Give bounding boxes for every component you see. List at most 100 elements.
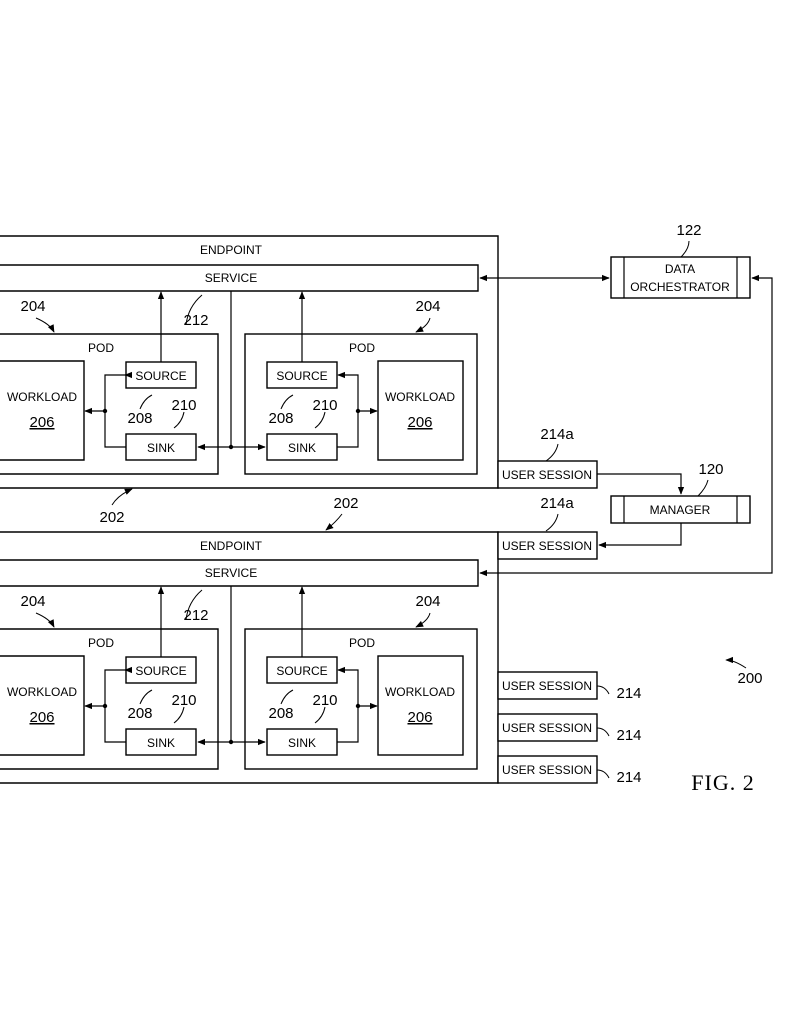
leader-214a-top [545, 443, 559, 462]
leader-200 [725, 656, 747, 669]
sink-bottom-left-ref: 210 [171, 692, 196, 709]
data-orchestrator-label-1: DATA [665, 262, 695, 276]
pod-bottom-left-label: POD [88, 636, 114, 650]
service-top-label: SERVICE [205, 271, 257, 285]
endpoint-top-ref: 202 [99, 509, 124, 526]
source-top-right [266, 361, 338, 389]
workload-bottom-left [0, 655, 85, 756]
source-top-left-ref: 208 [127, 410, 152, 427]
source-bottom-left-ref: 208 [127, 705, 152, 722]
leader-208-tr [280, 394, 294, 410]
leader-204-bl [35, 612, 55, 628]
leader-212-top [185, 294, 203, 326]
leader-204-br [415, 612, 431, 628]
user-session-3-label: USER SESSION [502, 763, 592, 777]
source-bottom-left-label: SOURCE [135, 664, 186, 678]
workload-bottom-left-label: WORKLOAD [7, 685, 77, 699]
service-bottom-box [0, 559, 479, 587]
service-top-box [0, 264, 479, 292]
dot-bl [102, 703, 108, 709]
leader-208-tl [139, 394, 153, 410]
leader-210-tl [173, 411, 185, 429]
leader-214-1 [596, 685, 610, 695]
sink-top-right-ref: 210 [312, 397, 337, 414]
dot-br [355, 703, 361, 709]
leader-120 [697, 479, 709, 497]
leader-204-tl [35, 317, 55, 333]
sink-bottom-left [125, 728, 197, 756]
leader-202-top [111, 488, 133, 506]
workload-top-left-ref: 206 [29, 414, 54, 431]
sink-top-left [125, 433, 197, 461]
user-session-3 [497, 755, 598, 784]
leader-214a-bottom [545, 513, 559, 532]
user-session-active-bottom-label: USER SESSION [502, 539, 592, 553]
user-session-1-ref: 214 [616, 685, 641, 702]
pod-bottom-right-label: POD [349, 636, 375, 650]
sink-bottom-left-label: SINK [147, 736, 175, 750]
endpoint-bottom-ref: 202 [333, 495, 358, 512]
user-session-2-label: USER SESSION [502, 721, 592, 735]
source-bottom-right [266, 656, 338, 684]
figure-caption: FIG. 2 [691, 770, 754, 795]
user-session-2-ref: 214 [616, 727, 641, 744]
link-bottom-ref: 212 [183, 607, 208, 624]
leader-208-br [280, 689, 294, 705]
leader-210-br [314, 706, 326, 724]
pod-top-left-label: POD [88, 341, 114, 355]
user-session-active-bottom-ref: 214a [540, 495, 574, 512]
source-top-right-label: SOURCE [276, 369, 327, 383]
sink-bottom-right-ref: 210 [312, 692, 337, 709]
workload-top-right [377, 360, 464, 461]
workload-bottom-right-label: WORKLOAD [385, 685, 455, 699]
leader-214-2 [596, 727, 610, 737]
user-session-2 [497, 713, 598, 742]
user-session-active-top-ref: 214a [540, 426, 574, 443]
leader-212-bottom [185, 589, 203, 621]
sink-top-left-ref: 210 [171, 397, 196, 414]
leader-210-bl [173, 706, 185, 724]
source-bottom-right-ref: 208 [268, 705, 293, 722]
user-session-active-top-label: USER SESSION [502, 468, 592, 482]
link-top-ref: 212 [183, 312, 208, 329]
user-session-1 [497, 671, 598, 700]
sink-bottom-right [266, 728, 338, 756]
user-session-3-ref: 214 [616, 769, 641, 786]
user-sessions: USER SESSION 214a USER SESSION 214a USER… [497, 426, 642, 786]
source-bottom-left [125, 656, 197, 684]
pod-top-right-label: POD [349, 341, 375, 355]
dot-tl [102, 408, 108, 414]
leader-214-3 [596, 769, 610, 779]
user-session-1-label: USER SESSION [502, 679, 592, 693]
sink-bottom-right-label: SINK [288, 736, 316, 750]
source-bottom-right-label: SOURCE [276, 664, 327, 678]
workload-bottom-right-ref: 206 [407, 709, 432, 726]
pod-top-left-ref: 204 [20, 298, 45, 315]
session-to-manager-arrow [597, 473, 685, 495]
sink-top-right-label: SINK [288, 441, 316, 455]
leader-202-bottom [325, 513, 343, 531]
endpoint-bottom: ENDPOINT SERVICE POD WORKLOAD 206 SOURCE… [0, 531, 499, 784]
leader-210-tr [314, 411, 326, 429]
manager-ref: 120 [698, 461, 723, 478]
pod-bottom-right-ref: 204 [415, 593, 440, 610]
data-orchestrator: DATA ORCHESTRATOR 122 [610, 222, 751, 299]
leader-122 [680, 240, 690, 258]
data-orchestrator-label-2: ORCHESTRATOR [630, 280, 730, 294]
orchestrator-service-link [479, 274, 773, 577]
sink-top-left-label: SINK [147, 441, 175, 455]
leader-204-tr [415, 317, 431, 333]
workload-top-left-label: WORKLOAD [7, 390, 77, 404]
endpoint-top-label: ENDPOINT [200, 243, 263, 257]
manager-label: MANAGER [650, 503, 711, 517]
source-top-right-ref: 208 [268, 410, 293, 427]
leader-208-bl [139, 689, 153, 705]
data-orchestrator-ref: 122 [676, 222, 701, 239]
endpoint-bottom-label: ENDPOINT [200, 539, 263, 553]
pod-bottom-left-ref: 204 [20, 593, 45, 610]
figure-ref: 200 [737, 670, 762, 687]
dot-tr [355, 408, 361, 414]
workload-bottom-left-ref: 206 [29, 709, 54, 726]
workload-bottom-right [377, 655, 464, 756]
